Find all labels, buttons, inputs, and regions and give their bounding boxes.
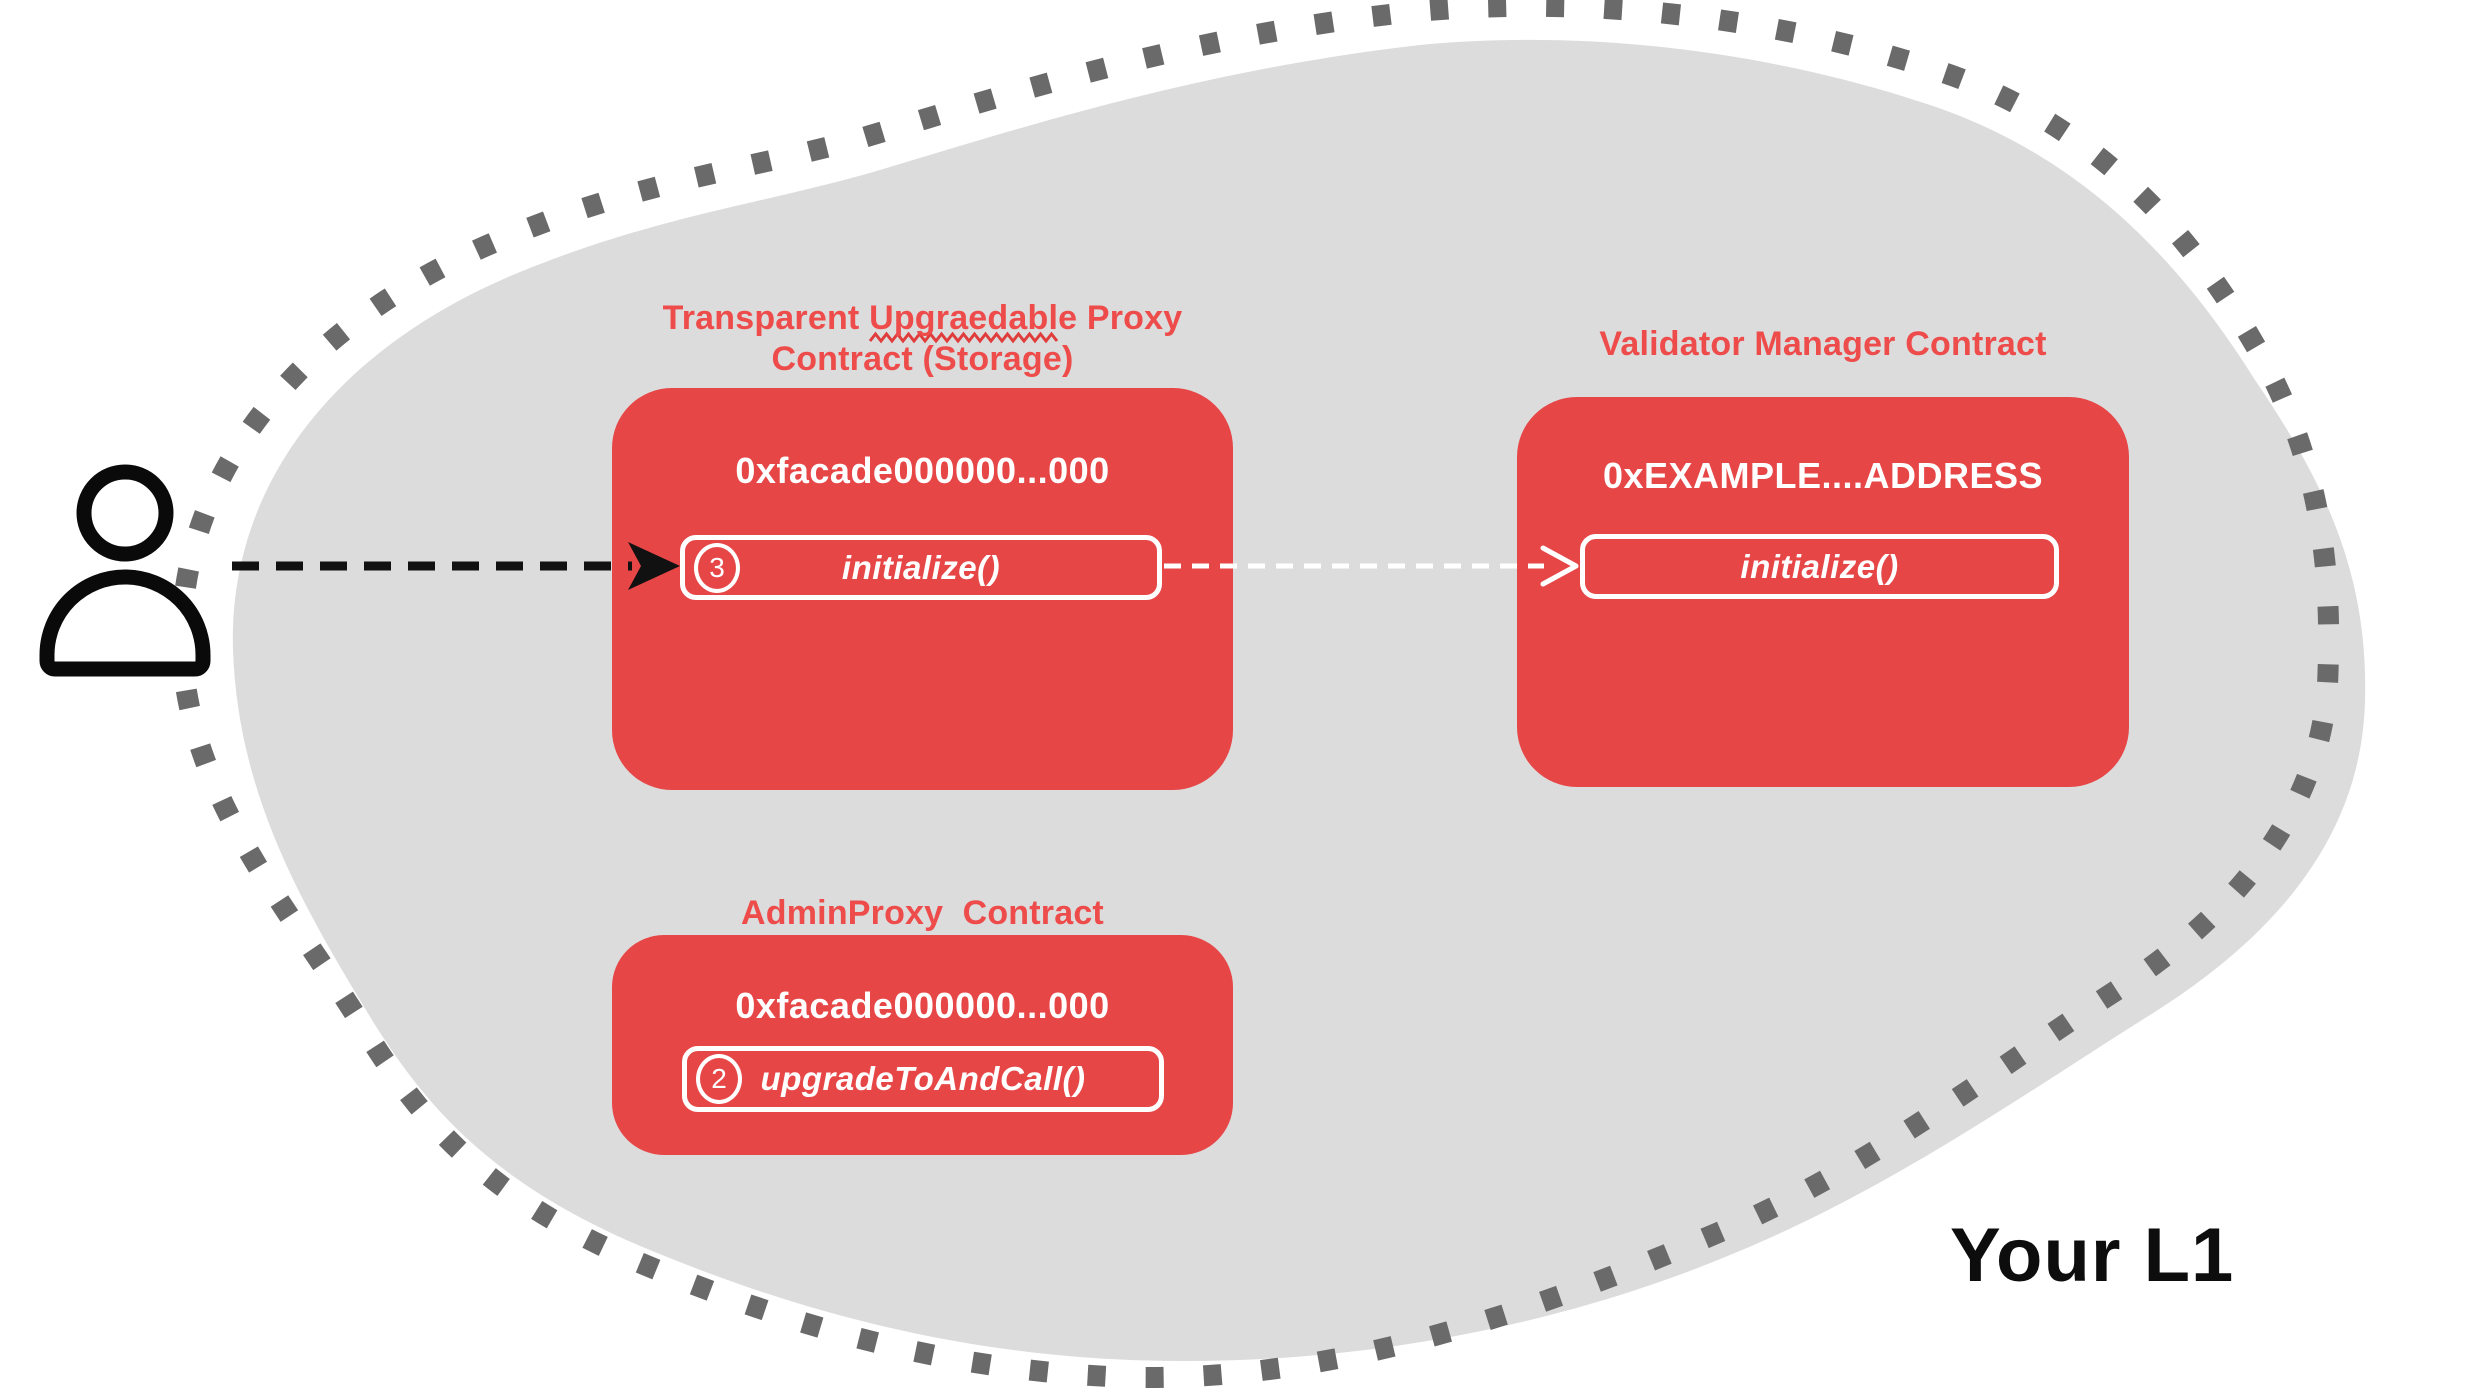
proxy-contract-title: Transparent Upgraedable Proxy Contract (… <box>612 298 1233 380</box>
validator-contract-address: 0xEXAMPLE....ADDRESS <box>1602 455 2044 496</box>
admin-contract-box: 0xfacade000000...000 2 upgradeToAndCall(… <box>612 935 1233 1155</box>
person-icon <box>39 464 211 677</box>
proxy-initialize-button: 3 initialize() <box>680 535 1162 600</box>
validator-initialize-button: initialize() <box>1580 534 2059 599</box>
proxy-contract-address: 0xfacade000000...000 <box>735 450 1110 491</box>
proxy-title-line2: Contract (Storage) <box>771 340 1074 378</box>
admin-upgrade-label: upgradeToAndCall() <box>760 1060 1086 1097</box>
region-label-your-l1: Your L1 <box>1950 1213 2235 1298</box>
admin-upgrade-button: 2 upgradeToAndCall() <box>682 1046 1164 1112</box>
admin-contract-address: 0xfacade000000...000 <box>735 985 1110 1026</box>
admin-contract-title: AdminProxy Contract <box>741 894 1104 932</box>
proxy-title-line1: Transparent Upgraedable Proxy <box>662 299 1183 337</box>
validator-initialize-label: initialize() <box>1740 547 1899 585</box>
validator-contract-box: 0xEXAMPLE....ADDRESS initialize() <box>1517 397 2129 787</box>
proxy-initialize-label: initialize() <box>841 548 1001 586</box>
validator-contract-title: Validator Manager Contract <box>1599 325 2047 363</box>
proxy-contract-box: 0xfacade000000...000 3 initialize() <box>612 388 1233 790</box>
